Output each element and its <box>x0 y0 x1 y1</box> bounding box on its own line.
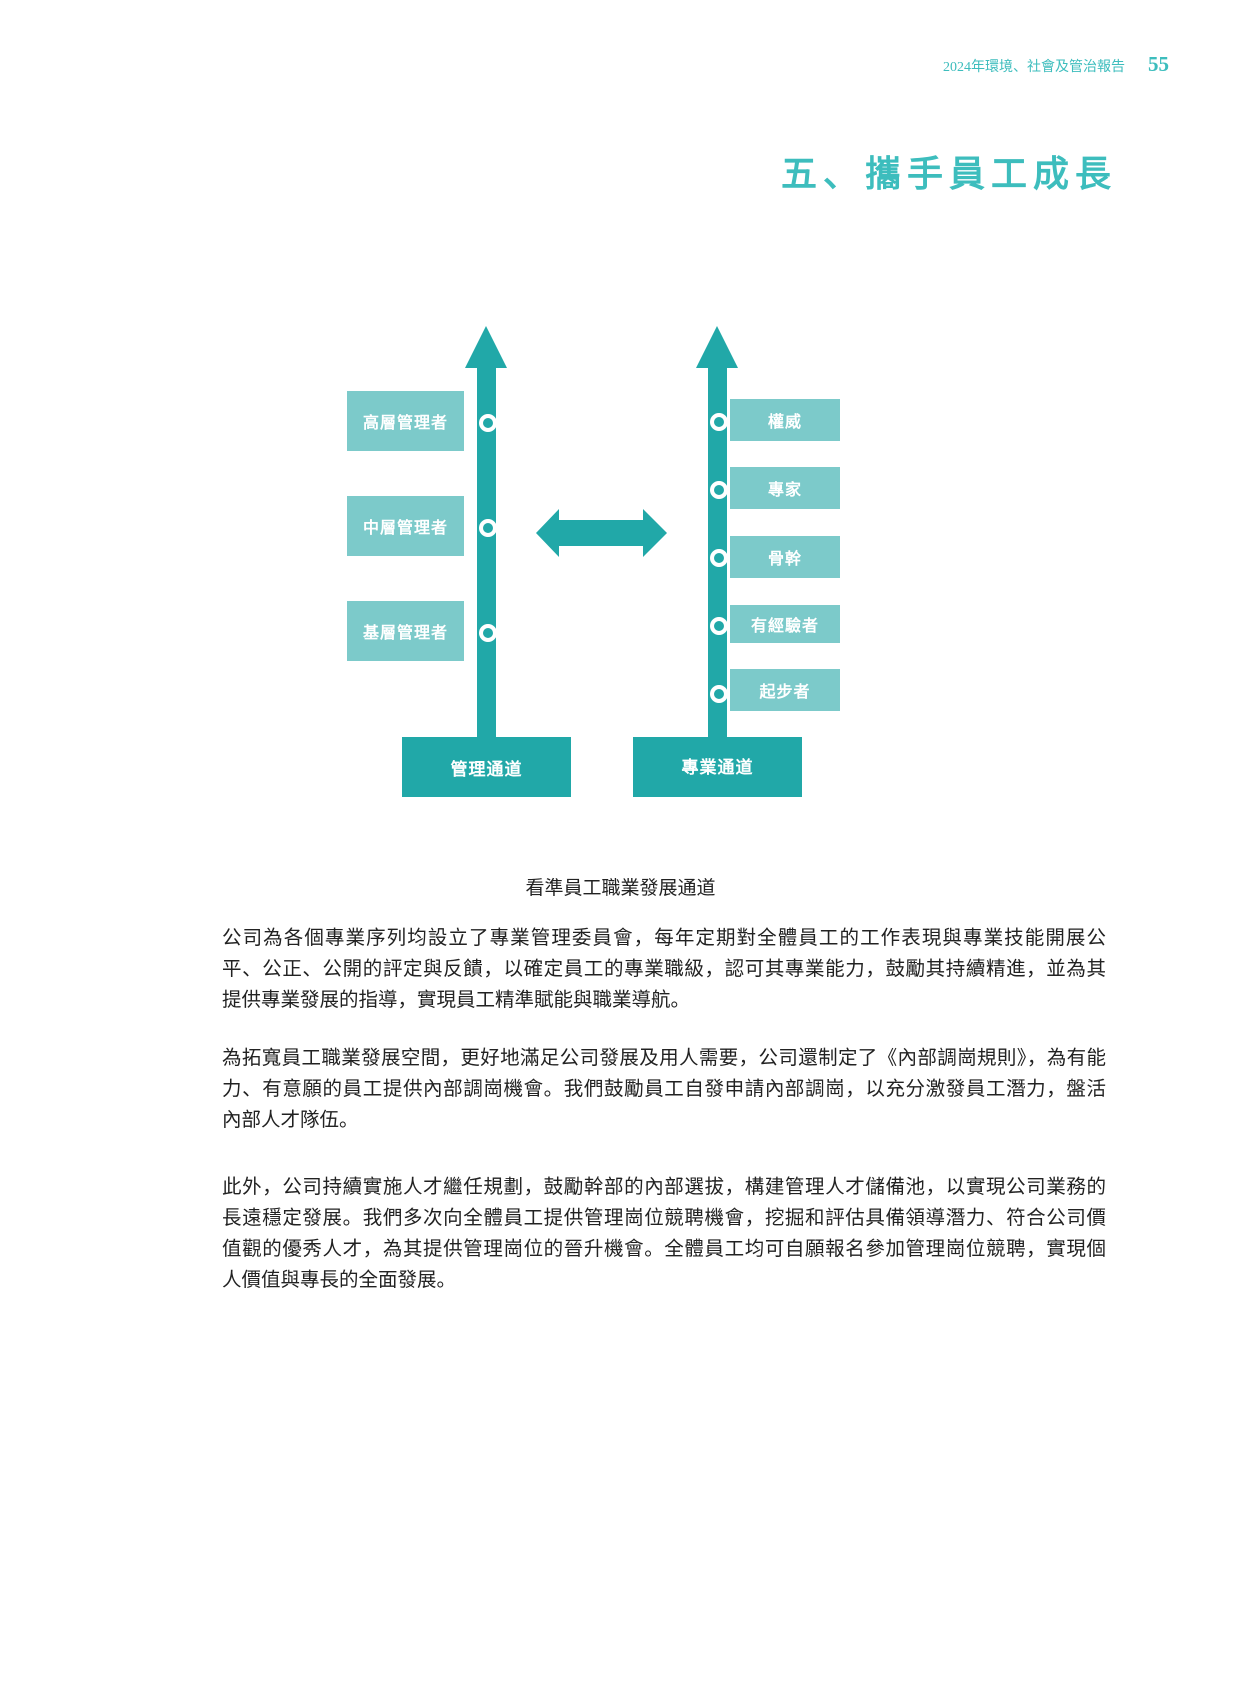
double-arrow-icon <box>536 509 667 557</box>
section-title: 五、攜手員工成長 <box>780 153 1117 195</box>
management-arrow-shaft <box>477 366 496 738</box>
text-line: 此外，公司持續實施人才繼任規劃，鼓勵幹部的內部選拔，構建管理人才儲備池，以實現公… <box>222 1175 1106 1198</box>
level-dot-icon <box>710 617 728 635</box>
text-line: 公司為各個專業序列均設立了專業管理委員會，每年定期對全體員工的工作表現與專業技能… <box>222 926 1106 949</box>
text-line: 值觀的優秀人才，為其提供管理崗位的晉升機會。全體員工均可自願報名參加管理崗位競聘… <box>222 1237 1106 1260</box>
report-title: 2024年環境、社會及管治報告 <box>943 60 1125 75</box>
page-number: 55 <box>1148 52 1169 76</box>
level-dot-icon <box>710 481 728 499</box>
professional-level-box: 起步者 <box>730 669 840 711</box>
management-level-box: 基層管理者 <box>347 601 464 661</box>
level-dot-icon <box>710 685 728 703</box>
paragraph-1: 公司為各個專業序列均設立了專業管理委員會，每年定期對全體員工的工作表現與專業技能… <box>222 922 1106 1015</box>
professional-level-box: 權威 <box>730 399 840 441</box>
professional-track-label: 專業通道 <box>633 737 802 797</box>
management-level-box: 中層管理者 <box>347 496 464 556</box>
professional-level-box: 專家 <box>730 467 840 509</box>
paragraph-3: 此外，公司持續實施人才繼任規劃，鼓勵幹部的內部選拔，構建管理人才儲備池，以實現公… <box>222 1171 1106 1295</box>
up-arrow-head-icon <box>465 326 507 368</box>
text-line: 人價值與專長的全面發展。 <box>222 1268 457 1291</box>
level-dot-icon <box>479 519 497 537</box>
level-dot-icon <box>479 414 497 432</box>
text-line: 為拓寬員工職業發展空間，更好地滿足公司發展及用人需要，公司還制定了《內部調崗規則… <box>222 1046 1106 1069</box>
text-line: 長遠穩定發展。我們多次向全體員工提供管理崗位競聘機會，挖掘和評估具備領導潛力、符… <box>222 1206 1106 1229</box>
level-dot-icon <box>710 549 728 567</box>
up-arrow-head-icon <box>696 326 738 368</box>
diagram-caption: 看準員工職業發展通道 <box>525 877 716 899</box>
level-dot-icon <box>710 413 728 431</box>
management-level-box: 高層管理者 <box>347 391 464 451</box>
text-line: 內部人才隊伍。 <box>222 1108 359 1131</box>
text-line: 提供專業發展的指導，實現員工精準賦能與職業導航。 <box>222 988 691 1011</box>
paragraph-2: 為拓寬員工職業發展空間，更好地滿足公司發展及用人需要，公司還制定了《內部調崗規則… <box>222 1042 1106 1135</box>
text-line: 平、公正、公開的評定與反饋，以確定員工的專業職級，認可其專業能力，鼓勵其持續精進… <box>222 957 1106 980</box>
text-line: 力、有意願的員工提供內部調崗機會。我們鼓勵員工自發申請內部調崗，以充分激發員工潛… <box>222 1077 1106 1100</box>
professional-level-box: 骨幹 <box>730 536 840 578</box>
management-track-label: 管理通道 <box>402 737 571 797</box>
level-dot-icon <box>479 624 497 642</box>
professional-level-box: 有經驗者 <box>730 605 840 643</box>
